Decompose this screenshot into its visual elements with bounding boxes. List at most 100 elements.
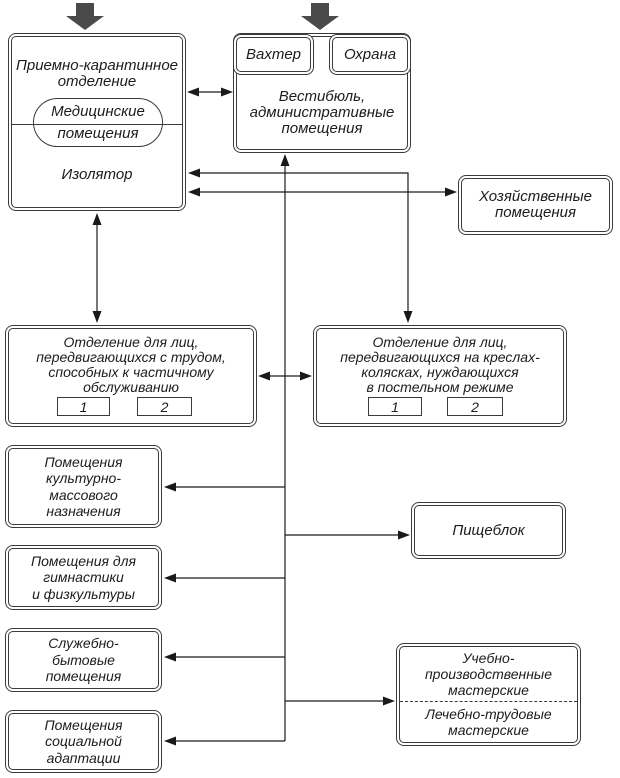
text-line: Учебно- — [462, 650, 515, 666]
arrowhead-left-icon — [188, 187, 200, 197]
arrowhead-down-icon — [403, 311, 413, 323]
ward-wheelchair-unit-2: 2 — [447, 397, 503, 416]
text-line: Вестибюль, — [278, 88, 366, 105]
entrance-arrows — [66, 3, 339, 30]
text-line: Пищеблок — [452, 521, 525, 539]
therapy-workshops-label: Лечебно-трудовые мастерские — [400, 702, 577, 742]
arrowhead-up-icon — [280, 154, 290, 166]
reception-divider-line — [12, 124, 182, 125]
text-line: назначения — [46, 503, 121, 519]
text-line: помещения — [57, 125, 139, 142]
ward-ambulant-inner: Отделение для лиц, передвигающихся с тру… — [8, 328, 254, 424]
text-line: адаптации — [46, 749, 121, 766]
service-rooms-label: Служебно- бытовые помещения — [8, 631, 159, 689]
text-line: помещения — [45, 668, 122, 685]
arrowhead-right-icon — [445, 187, 457, 197]
arrowhead-left-icon — [164, 482, 176, 492]
text-line: Служебно- — [48, 635, 119, 652]
service-rooms-box: Служебно- бытовые помещения — [5, 628, 162, 692]
ward-wheelchair-label: Отделение для лиц, передвигающихся на кр… — [317, 335, 563, 395]
text-line: в постельном режиме — [366, 379, 514, 395]
text-line: административные — [249, 104, 395, 121]
wire-isolator-to-ward-wheelchair — [190, 172, 409, 320]
arrowhead-right-icon — [221, 87, 233, 97]
text-line: Медицинские — [51, 103, 145, 120]
text-line: способных к частичному — [48, 364, 214, 380]
ward-ambulant-box: Отделение для лиц, передвигающихся с тру… — [5, 325, 257, 427]
vestibule-label: Вестибюль, административные помещения — [236, 36, 408, 150]
ward-wheelchair-unit-1: 1 — [368, 397, 422, 416]
entrance-block-arrow-center-icon — [301, 3, 339, 30]
text-line: мастерские — [448, 722, 529, 738]
workshops-box: Учебно- производственные мастерские Лече… — [396, 643, 581, 746]
isolator-label: Изолятор — [12, 167, 182, 183]
text-line: Приемно-карантинное — [16, 57, 178, 74]
unit-number: 2 — [471, 398, 479, 415]
entrance-block-arrow-left-icon — [66, 3, 104, 30]
text-line: Изолятор — [61, 166, 133, 183]
ward-ambulant-unit-2: 2 — [137, 397, 192, 416]
arrowhead-left-icon — [258, 371, 270, 381]
social-adaptation-box: Помещения социальной адаптации — [5, 710, 162, 773]
text-line: бытовые — [52, 651, 115, 668]
gym-rooms-label: Помещения для гимнастики и физкультуры — [8, 548, 159, 607]
text-line: обслуживанию — [83, 379, 179, 395]
text-line: колясках, нуждающихся — [361, 364, 519, 380]
training-workshops-label: Учебно- производственные мастерские — [400, 647, 577, 702]
social-adaptation-label: Помещения социальной адаптации — [8, 713, 159, 770]
text-line: культурно- — [45, 470, 121, 486]
text-line: помещения — [281, 120, 363, 137]
arrowhead-left-icon — [164, 573, 176, 583]
text-line: помещения — [495, 204, 576, 221]
household-label: Хозяйственные помещения — [461, 178, 610, 232]
ward-ambulant-unit-1: 1 — [57, 397, 110, 416]
arrowhead-left-icon — [164, 736, 176, 746]
reception-title: Приемно-карантинное отделение — [12, 58, 182, 90]
medical-rooms-oval: Медицинские помещения — [33, 98, 163, 147]
watchman-label: Вахтер — [236, 37, 311, 72]
watchman-box: Вахтер — [233, 34, 314, 75]
text-line: социальной — [45, 733, 122, 750]
text-line: массового — [49, 486, 118, 503]
text-line: отделение — [57, 73, 137, 90]
text-line: Вахтер — [245, 45, 302, 63]
text-line: Отделение для лиц, — [372, 334, 508, 350]
text-line: мастерские — [448, 682, 529, 698]
arrowhead-left-icon — [188, 168, 200, 178]
unit-number: 1 — [391, 398, 399, 415]
arrowhead-right-icon — [383, 696, 395, 706]
text-line: Помещения — [44, 453, 123, 470]
security-label: Охрана — [332, 37, 408, 72]
arrowhead-left-icon — [164, 652, 176, 662]
workshops-inner: Учебно- производственные мастерские Лече… — [399, 646, 578, 743]
text-line: Помещения для — [31, 552, 136, 569]
text-line: и физкультуры — [32, 585, 135, 602]
arrowhead-down-icon — [92, 311, 102, 323]
security-box: Охрана — [329, 34, 411, 75]
gym-rooms-box: Помещения для гимнастики и физкультуры — [5, 545, 162, 610]
arrowhead-up-icon — [92, 213, 102, 225]
ward-wheelchair-inner: Отделение для лиц, передвигающихся на кр… — [316, 328, 564, 424]
household-box: Хозяйственные помещения — [458, 175, 613, 235]
catering-label: Пищеблок — [414, 505, 563, 556]
ward-ambulant-label: Отделение для лиц, передвигающихся с тру… — [9, 335, 253, 395]
text-line: гимнастики — [43, 569, 124, 586]
ward-wheelchair-box: Отделение для лиц, передвигающихся на кр… — [313, 325, 567, 427]
arrowhead-right-icon — [398, 530, 410, 540]
text-line: передвигающихся с трудом, — [36, 349, 226, 365]
arrowhead-right-icon — [300, 371, 312, 381]
unit-number: 2 — [160, 398, 169, 415]
text-line: Хозяйственные — [479, 188, 592, 205]
cultural-rooms-label: Помещения культурно- массового назначени… — [8, 448, 159, 525]
reception-quarantine-inner: Приемно-карантинное отделение Медицински… — [11, 36, 183, 208]
reception-quarantine-box: Приемно-карантинное отделение Медицински… — [8, 33, 186, 211]
catering-box: Пищеблок — [411, 502, 566, 559]
text-line: Помещения — [44, 716, 123, 733]
text-line: Отделение для лиц, — [63, 334, 199, 350]
unit-number: 1 — [79, 398, 88, 415]
text-line: Охрана — [343, 45, 397, 63]
text-line: Лечебно-трудовые — [425, 706, 552, 722]
text-line: производственные — [424, 666, 553, 682]
text-line: передвигающихся на креслах- — [340, 349, 540, 365]
